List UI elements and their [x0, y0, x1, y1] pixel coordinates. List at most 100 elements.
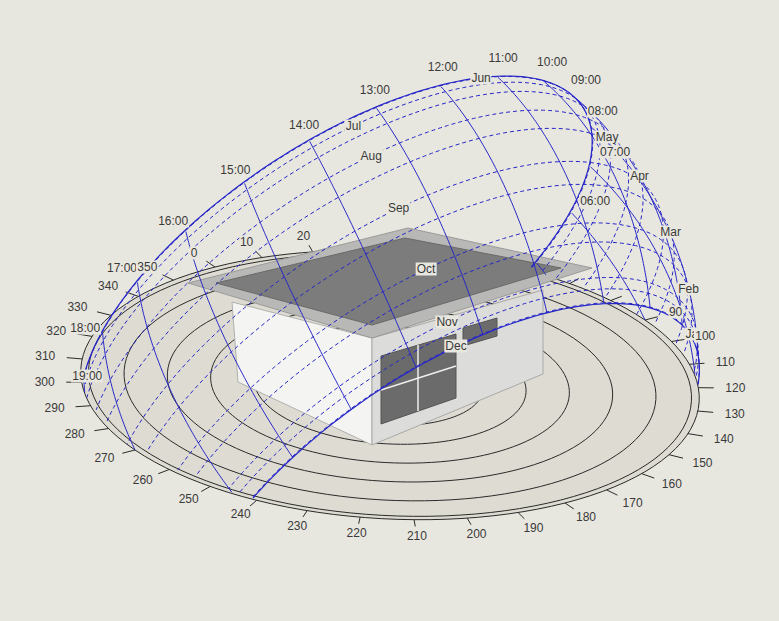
hour-label: 16:00	[157, 214, 189, 227]
hour-label: 06:00	[579, 195, 611, 208]
compass-tick	[689, 363, 704, 364]
compass-tick	[97, 312, 111, 315]
azimuth-label: 170	[622, 496, 644, 509]
compass-tick	[698, 387, 713, 388]
compass-tick	[669, 455, 683, 458]
hour-label: 19:00	[71, 370, 103, 383]
month-line	[84, 82, 600, 387]
compass-tick	[303, 511, 307, 517]
hour-label: 11:00	[488, 51, 519, 64]
solstice-line	[253, 303, 699, 498]
compass-tick	[122, 450, 135, 453]
house-model	[188, 228, 592, 445]
hour-label: 13:00	[359, 84, 391, 97]
hour-label: 15:00	[219, 163, 251, 176]
azimuth-label: 0	[190, 246, 199, 259]
month-label: Nov	[435, 315, 458, 328]
hour-line	[537, 263, 546, 274]
azimuth-label: 190	[522, 521, 544, 534]
month-label: Mar	[659, 226, 682, 239]
roof-top	[216, 238, 561, 325]
azimuth-label: 330	[66, 300, 88, 313]
azimuth-label: 20	[296, 229, 311, 242]
azimuth-label: 160	[661, 478, 683, 491]
azimuth-label: 90	[668, 306, 683, 319]
hour-label: 07:00	[599, 146, 631, 159]
azimuth-label: 250	[178, 492, 200, 505]
compass-tick	[256, 251, 262, 257]
azimuth-label: 260	[132, 473, 154, 486]
azimuth-label: 270	[93, 451, 115, 464]
azimuth-label: 140	[713, 433, 735, 446]
roof-overhang	[188, 228, 592, 338]
compass-tick	[201, 486, 210, 491]
month-line	[229, 277, 698, 488]
azimuth-label: 130	[724, 408, 746, 421]
compass-tick	[414, 520, 415, 527]
compass-tick	[250, 500, 257, 506]
azimuth-label: 320	[45, 324, 67, 337]
sun-path-dome	[83, 76, 700, 498]
azimuth-label: 220	[346, 527, 368, 540]
azimuth-label: 300	[34, 375, 56, 388]
month-line	[178, 223, 688, 470]
hour-label: 08:00	[587, 105, 619, 118]
azimuth-label: 340	[97, 279, 119, 292]
compass-tick	[518, 512, 524, 518]
hour-line	[137, 283, 231, 493]
azimuth-label: 150	[692, 457, 714, 470]
month-label: Apr	[629, 169, 650, 182]
compass-tick	[688, 434, 703, 436]
month-line	[240, 289, 699, 492]
month-label: Feb	[677, 282, 700, 295]
month-label: Sep	[387, 202, 410, 215]
compass-tick	[163, 275, 174, 280]
azimuth-label: 100	[694, 330, 716, 343]
month-label: Aug	[360, 149, 383, 162]
azimuth-label: 230	[286, 519, 308, 532]
compass-tick	[158, 470, 169, 474]
compass-tick	[467, 518, 471, 525]
month-label: Jul	[345, 119, 362, 132]
solstice-line	[83, 76, 592, 381]
compass-tick	[642, 474, 655, 478]
compass-tick	[607, 490, 618, 495]
hour-line	[441, 87, 547, 313]
hour-label: 09:00	[570, 74, 602, 87]
azimuth-label: 280	[64, 427, 86, 440]
azimuth-label: 110	[715, 355, 736, 368]
azimuth-label: 200	[465, 528, 487, 541]
compass-tick	[359, 517, 360, 524]
hour-line	[544, 82, 650, 308]
month-line	[106, 128, 643, 423]
azimuth-label: 290	[44, 402, 66, 415]
hour-line	[310, 141, 416, 367]
compass-tick	[698, 411, 713, 412]
compass-tick	[309, 245, 313, 252]
compass-tick	[94, 429, 108, 431]
compass-tick	[611, 296, 622, 300]
azimuth-label: 120	[724, 382, 746, 395]
hour-line	[245, 183, 352, 409]
azimuth-label: 350	[136, 261, 158, 274]
month-label: May	[595, 130, 620, 143]
azimuth-label: 240	[230, 508, 252, 521]
month-label: Oct	[416, 263, 437, 276]
azimuth-label: 10	[239, 236, 254, 249]
compass-tick	[565, 503, 574, 509]
month-line	[127, 161, 663, 444]
hour-label: 18:00	[69, 321, 101, 334]
window-transom	[381, 366, 456, 390]
hour-label: 17:00	[106, 262, 138, 275]
compass-tick	[67, 358, 82, 359]
compass-tick	[645, 317, 658, 320]
month-label: Jun	[470, 72, 491, 85]
compass-tick	[76, 406, 91, 407]
hour-label: 12:00	[427, 61, 459, 74]
month-line	[96, 110, 628, 410]
month-line	[87, 91, 611, 397]
hour-label: 10:00	[536, 56, 568, 69]
house-small-window	[463, 318, 497, 346]
hour-label: 14:00	[288, 119, 320, 132]
month-label: Dec	[444, 339, 467, 352]
